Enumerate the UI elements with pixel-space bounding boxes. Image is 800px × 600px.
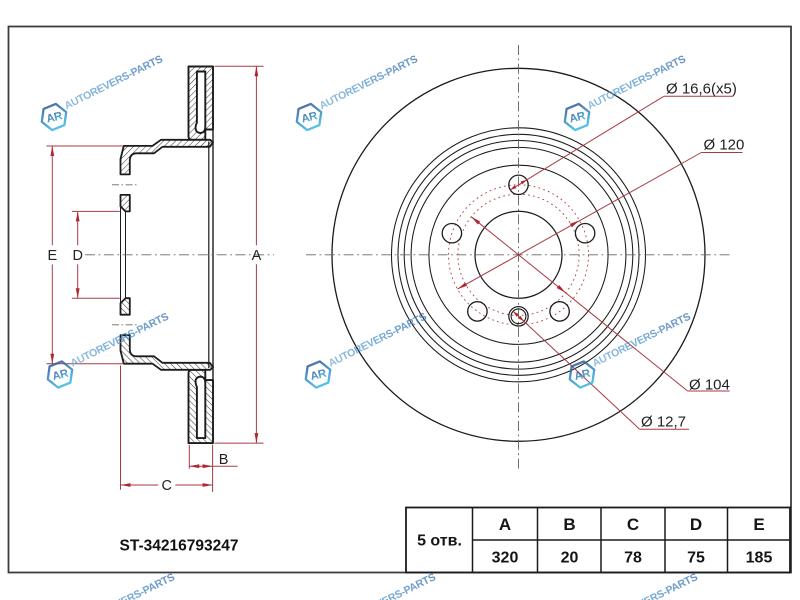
- table-value: 20: [561, 550, 579, 567]
- watermark: AR AUTOREVERS-PARTS: [597, 571, 699, 600]
- locating-hole-inner: [510, 308, 527, 325]
- watermark-logo-text: AR: [51, 367, 70, 383]
- dimension-lines: A E D B C: [46, 65, 264, 494]
- watermark-logo-text: AR: [300, 110, 319, 126]
- diameter-callouts: Ø 16,6(x5) Ø 120 Ø 104 Ø 12,7: [457, 81, 745, 431]
- dim-label-d: D: [72, 248, 82, 264]
- watermark-logo-text: AR: [45, 110, 64, 126]
- dimension-arrowhead: [120, 483, 131, 487]
- dimension-arrowhead: [457, 282, 468, 290]
- dimension-arrowhead: [202, 483, 213, 487]
- table-header: D: [690, 515, 702, 534]
- bolt-hole: [574, 222, 596, 244]
- locating-hole-outer: [508, 305, 529, 327]
- watermark-logo-hexagon-icon: [40, 102, 68, 132]
- watermark-logo-hexagon-icon: [563, 102, 591, 132]
- table-holes-label: 5 отв.: [417, 533, 462, 550]
- watermark-logo-hexagon-icon: [295, 102, 323, 132]
- dimension-arrowhead: [202, 464, 213, 469]
- watermark: AR AUTOREVERS-PARTS: [295, 53, 420, 132]
- bolt-hole: [508, 174, 529, 196]
- table-header: B: [563, 515, 575, 534]
- cross-section-view: [85, 65, 274, 445]
- dim-label-e: E: [47, 248, 57, 264]
- bolt-hole: [467, 301, 488, 322]
- watermark-brand-text: AUTOREVERS-PARTS: [317, 53, 419, 112]
- table-header: E: [753, 515, 764, 534]
- dimension-arrowhead: [556, 285, 566, 293]
- watermark-brand-text: AUTOREVERS-PARTS: [74, 571, 176, 600]
- watermark-brand-text: AUTOREVERS-PARTS: [335, 571, 437, 600]
- hat-section-inner: [119, 194, 131, 213]
- callout-bolt-holes: Ø 16,6(x5): [666, 81, 737, 98]
- callout-pcd-104: Ø 104: [689, 377, 730, 394]
- table-header: C: [627, 515, 639, 534]
- table-value: 78: [624, 550, 642, 567]
- watermark: AR AUTOREVERS-PARTS: [335, 571, 437, 600]
- part-number: ST-34216793247: [120, 538, 239, 555]
- dimension-arrowhead: [518, 315, 524, 322]
- watermark-logo-hexagon-icon: [46, 360, 74, 389]
- dimension-arrowhead: [75, 288, 80, 299]
- dim-label-c: C: [162, 478, 172, 494]
- dim-label-a: A: [252, 248, 262, 264]
- watermark-logo-text: AR: [568, 110, 587, 126]
- spec-table: 5 отв. A B C D E 320 20 78 75 185: [405, 506, 791, 574]
- dimension-arrowhead: [510, 185, 517, 190]
- dimension-arrowhead: [254, 66, 259, 77]
- front-view: [306, 45, 731, 469]
- dimension-arrowhead: [520, 179, 527, 185]
- dimension-arrowhead: [471, 216, 481, 225]
- hat-section: [119, 138, 214, 176]
- dimension-arrowhead: [189, 464, 200, 469]
- table-value: 75: [687, 550, 705, 567]
- bolt-hole: [549, 301, 570, 322]
- dimension-arrowhead: [50, 353, 55, 364]
- watermark-logo-text: AR: [309, 367, 328, 383]
- disc-ring-section: [187, 65, 214, 141]
- bolt-hole: [441, 222, 463, 244]
- drawing-frame: [7, 25, 792, 574]
- watermark-brand-text: AUTOREVERS-PARTS: [597, 571, 699, 600]
- pcd-circle-120: [448, 184, 589, 326]
- dimension-arrowhead: [50, 146, 55, 156]
- cross-section-mirror: [111, 253, 214, 445]
- watermark: AR AUTOREVERS-PARTS: [568, 311, 693, 389]
- dimension-arrowhead: [513, 311, 519, 317]
- watermark-brand-text: AUTOREVERS-PARTS: [62, 53, 164, 112]
- watermark-brand-text: AUTOREVERS-PARTS: [590, 311, 692, 370]
- dimension-arrowhead: [75, 211, 80, 222]
- dimension-arrowhead: [254, 433, 259, 444]
- watermark-logo-text: AR: [573, 367, 592, 383]
- callout-pcd-120: Ø 120: [704, 137, 745, 154]
- watermark: AR AUTOREVERS-PARTS: [40, 53, 165, 132]
- watermark-logo-hexagon-icon: [568, 360, 596, 389]
- dim-label-b: B: [219, 452, 229, 468]
- watermark: AR AUTOREVERS-PARTS: [304, 311, 429, 389]
- watermark-brand-text: AUTOREVERS-PARTS: [326, 311, 428, 370]
- dimension-arrowhead: [569, 220, 580, 228]
- table-header: A: [499, 515, 511, 534]
- callout-locating-hole: Ø 12,7: [641, 414, 686, 431]
- watermark-logo-hexagon-icon: [304, 360, 332, 389]
- watermark: AR AUTOREVERS-PARTS: [74, 571, 176, 600]
- watermark: AR AUTOREVERS-PARTS: [46, 311, 171, 389]
- table-value: 185: [746, 550, 773, 567]
- table-value: 320: [492, 550, 519, 567]
